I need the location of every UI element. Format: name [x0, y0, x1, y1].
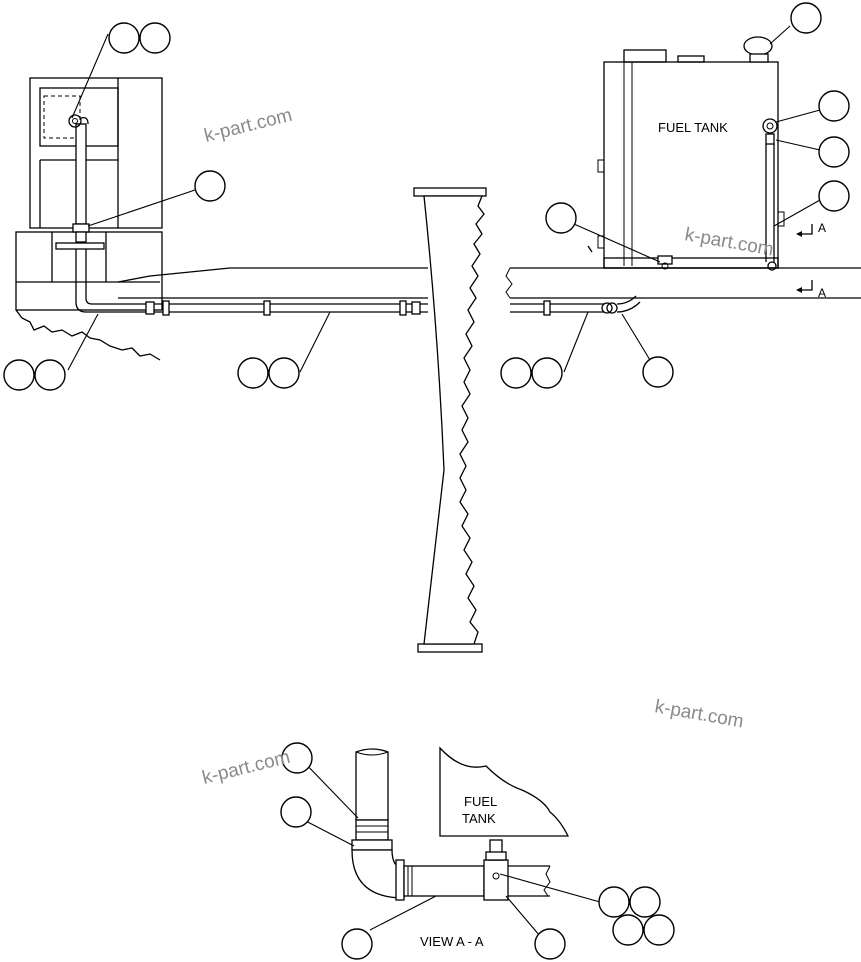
callout-bubble — [500, 357, 532, 389]
callout-bubble — [818, 180, 850, 212]
callout-bubble — [34, 359, 66, 391]
watermarks: k-part.com k-part.com k-part.com k-part.… — [200, 105, 775, 789]
watermark-text: k-part.com — [200, 747, 292, 789]
callout-bubble — [534, 928, 566, 960]
callout-bubble — [139, 22, 171, 54]
callout-bubble — [268, 357, 300, 389]
callout-bubble — [790, 2, 822, 34]
watermark-text: k-part.com — [653, 696, 745, 732]
fuel-cap — [743, 36, 773, 63]
break-section — [413, 187, 487, 653]
callout-bubble — [612, 914, 644, 946]
callout-bubble — [545, 202, 577, 234]
callout-bubble — [818, 90, 850, 122]
watermark-text: k-part.com — [683, 224, 775, 260]
section-marker-bottom: A — [796, 280, 826, 300]
callout-bubble — [818, 136, 850, 168]
left-fuel-filter — [55, 114, 105, 298]
drain-valve — [587, 245, 673, 270]
detail-tank-label: TANK — [462, 811, 496, 826]
watermark-text: k-part.com — [202, 105, 294, 147]
callout-bubble — [281, 742, 313, 774]
section-letter-top: A — [818, 221, 826, 235]
view-a-a-detail: FUEL TANK VIEW A - A — [280, 742, 675, 960]
top-callouts — [3, 2, 850, 391]
view-caption: VIEW A - A — [420, 934, 484, 949]
fuel-tank: FUEL TANK — [597, 49, 785, 269]
callout-bubble — [108, 22, 140, 54]
fuel-line — [75, 295, 641, 316]
callout-bubble — [280, 796, 312, 828]
sight-gauge — [762, 118, 778, 271]
detail-fuel-label: FUEL — [464, 794, 497, 809]
callout-bubble — [194, 170, 226, 202]
callout-bubble — [531, 357, 563, 389]
engine-block — [15, 77, 163, 361]
frame-rail — [117, 267, 861, 299]
section-marker-top: A — [796, 221, 826, 237]
callout-bubble — [642, 356, 674, 388]
section-letter-bottom: A — [818, 286, 826, 300]
callout-bubble — [3, 359, 35, 391]
callout-bubble — [341, 928, 373, 960]
fuel-tank-label: FUEL TANK — [658, 120, 728, 135]
callout-bubble — [629, 886, 661, 918]
callout-bubble — [237, 357, 269, 389]
callout-bubble — [598, 886, 630, 918]
callout-bubble — [643, 914, 675, 946]
